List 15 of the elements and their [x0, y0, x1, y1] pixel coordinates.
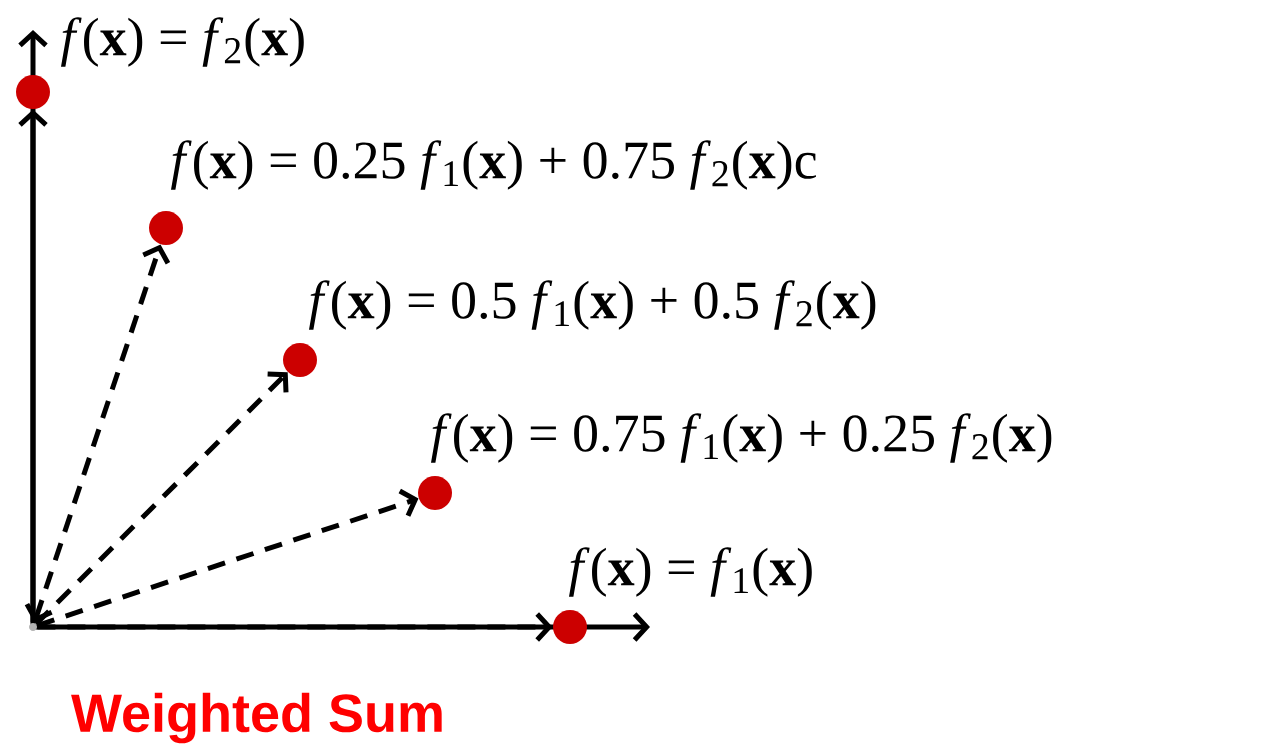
arrow — [34, 371, 289, 626]
formula-label: f(x) = f$_{1}$(x) — [569, 547, 812, 597]
formula-label: f(x) = f$_{2}$(x) — [61, 17, 304, 67]
arrow — [37, 612, 553, 642]
formula-label: f(x) = 0.25 f$_{1}$(x) + 0.75 f$_{2}$(x)c — [171, 140, 816, 190]
data-point — [553, 610, 587, 644]
arrow — [24, 244, 171, 623]
data-point — [149, 211, 183, 245]
formula-label: f(x) = 0.75 f$_{1}$(x) + 0.25 f$_{2}$(x) — [431, 413, 1052, 463]
caption-text: Weighted Sum — [71, 692, 442, 744]
formula-label: f(x) = 0.5 f$_{1}$(x) + 0.5 f$_{2}$(x) — [309, 280, 876, 330]
origin-point — [29, 623, 37, 631]
data-point — [418, 476, 452, 510]
data-point — [283, 343, 317, 377]
data-point — [16, 75, 50, 109]
